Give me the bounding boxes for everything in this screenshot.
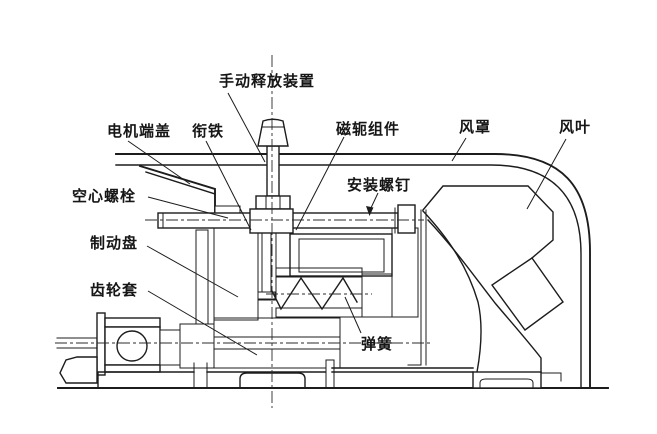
mounting-screw-head — [397, 204, 416, 234]
bearing-bracket — [59, 312, 215, 384]
fan-hub-right-edge — [427, 219, 542, 373]
fan-blade-upper — [422, 185, 554, 259]
label-spring: 弹簧 — [361, 335, 394, 353]
leader-arrowhead — [366, 206, 374, 216]
label-fan-cover: 风罩 — [459, 118, 492, 136]
label-magnet-yoke-assembly: 磁轭组件 — [336, 120, 401, 138]
label-hollow-bolt: 空心螺栓 — [72, 187, 137, 205]
centerlines — [55, 55, 430, 408]
label-motor-end-cover: 电机端盖 — [107, 122, 172, 140]
label-gear-sleeve: 齿轮套 — [90, 281, 139, 299]
release-knob — [257, 118, 289, 147]
motor-housing-and-fan-cover — [115, 153, 591, 389]
label-fan-blade: 风叶 — [559, 118, 592, 136]
fan-hub-left-edge — [422, 210, 482, 373]
leader-lines — [127, 92, 567, 356]
spring-coil — [271, 276, 358, 311]
label-armature: 衔铁 — [192, 122, 225, 140]
label-mounting-screw: 安装螺钉 — [347, 176, 412, 194]
brake-yoke-assembly — [195, 227, 419, 334]
manual-release-device — [249, 118, 294, 234]
fan-blade-lower — [491, 257, 564, 331]
release-nut — [255, 195, 291, 210]
fan-section — [407, 185, 564, 389]
label-manual-release-device: 手动释放装置 — [219, 72, 316, 90]
label-brake-disc: 制动盘 — [90, 234, 139, 252]
release-stem — [266, 145, 280, 197]
bearing-circle — [116, 330, 148, 362]
